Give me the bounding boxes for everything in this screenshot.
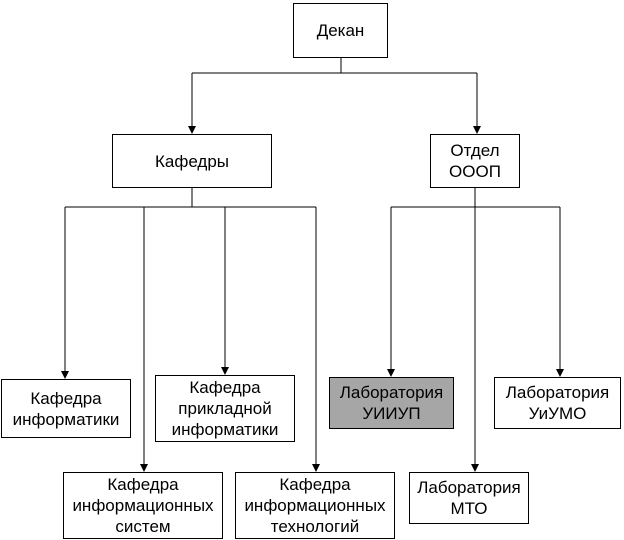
node-departments: Кафедры [112,134,272,188]
node-dept-information-systems: Кафедра информационных систем [63,472,223,539]
node-dept-informatics: Кафедра информатики [1,379,131,438]
node-office: Отдел ОООП [430,134,520,188]
node-dept-applied-informatics: Кафедра прикладной информатики [155,375,295,442]
node-lab-uiumo: Лаборатория УиУМО [494,377,621,429]
node-lab-uiiup: Лаборатория УИИУП [329,377,454,429]
node-dean: Декан [293,3,388,58]
node-lab-mto: Лаборатория МТО [409,472,529,524]
node-dept-information-technologies: Кафедра информационных технологий [235,472,395,539]
